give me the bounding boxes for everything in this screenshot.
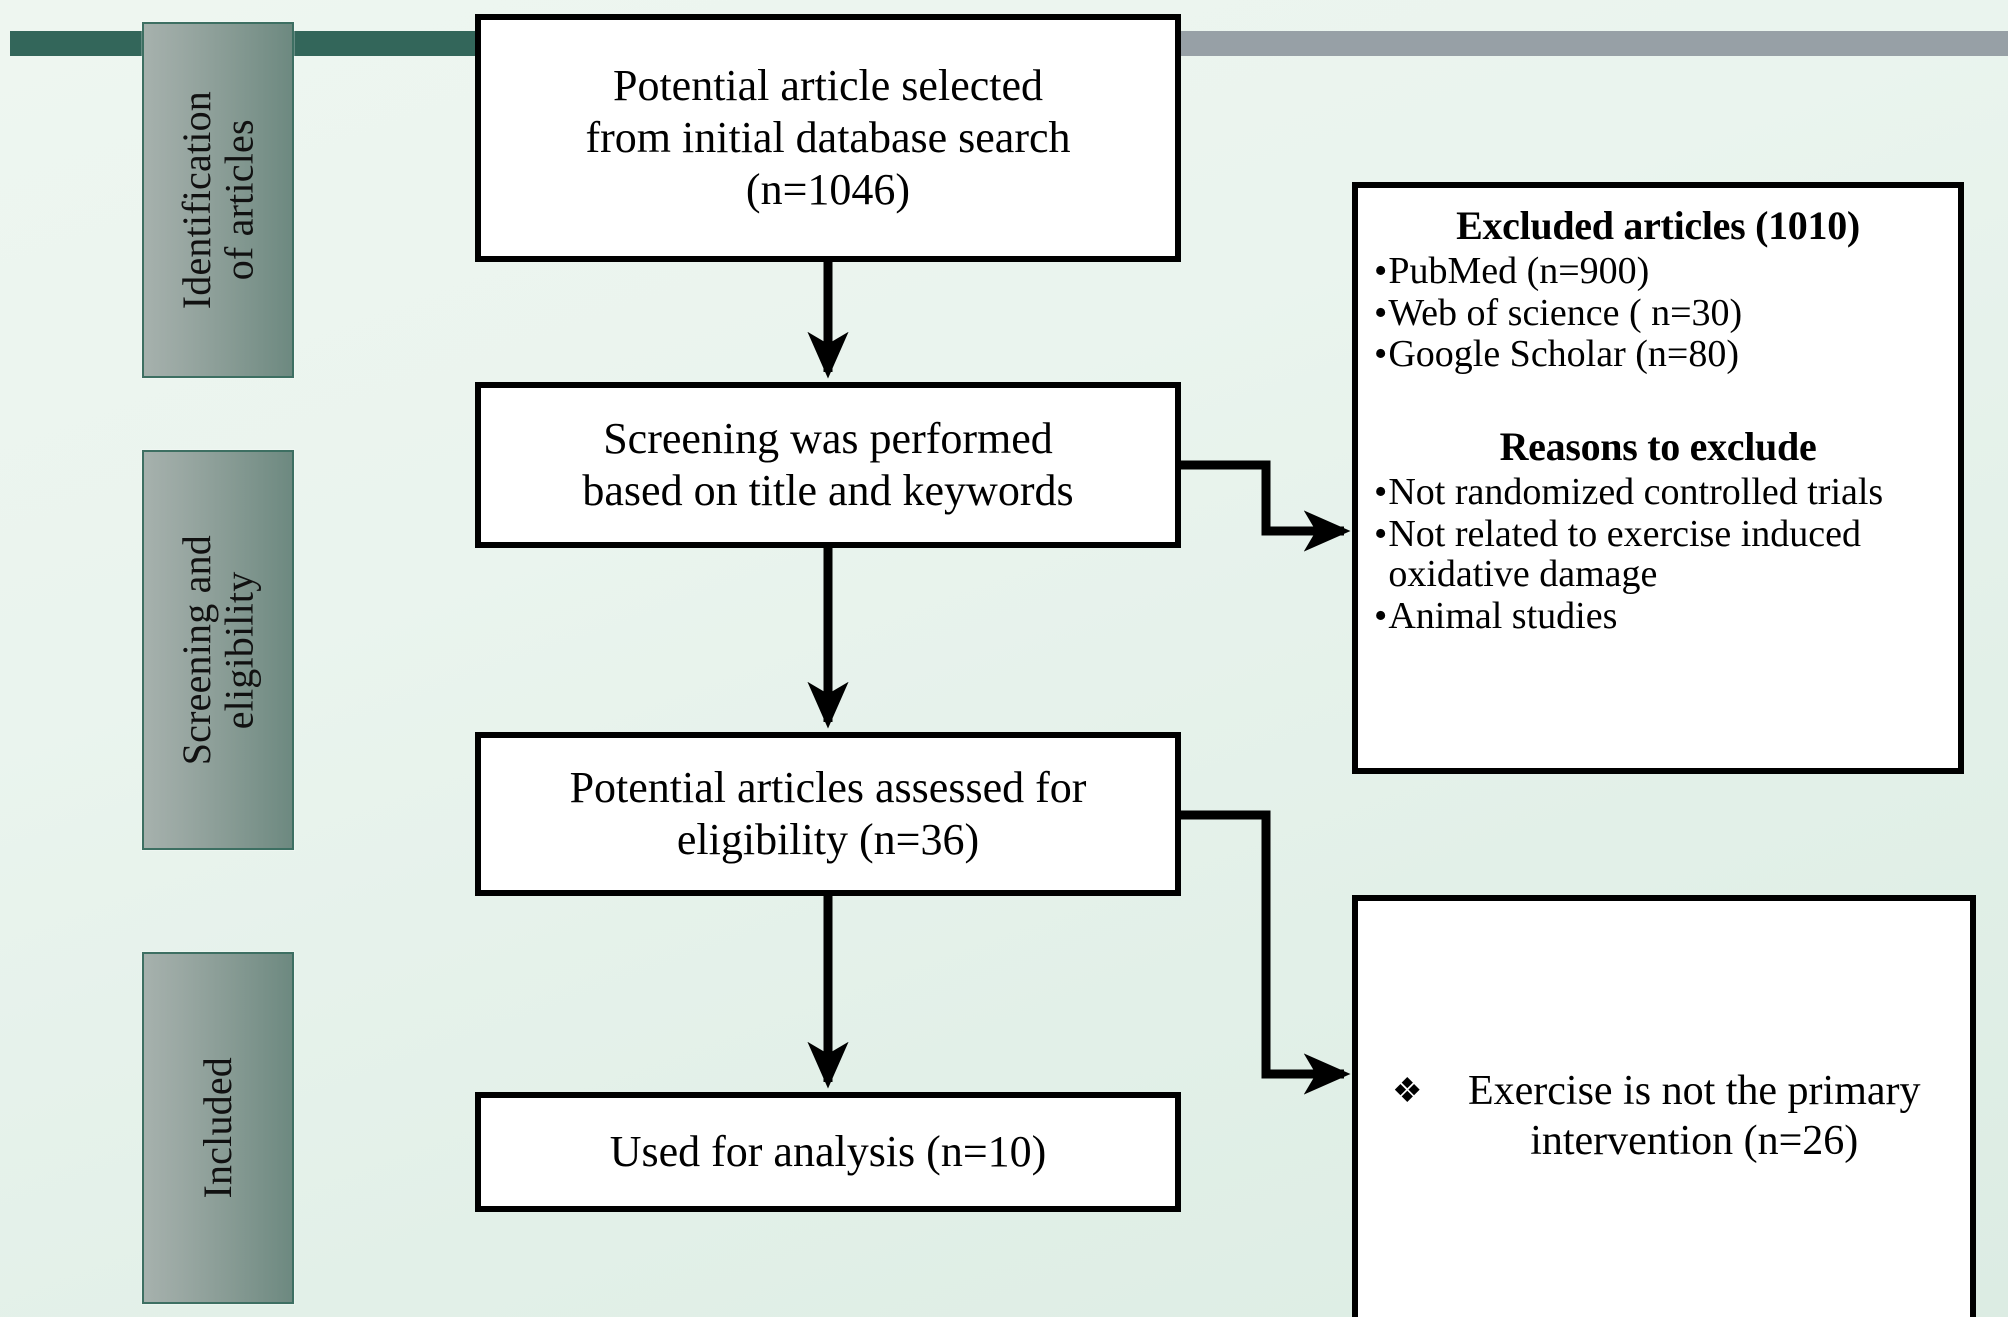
- list-item-label: Not related to exercise induced oxidativ…: [1388, 512, 1861, 596]
- stage-label-screening-text: Screening and eligibility: [173, 534, 261, 766]
- bullet-icon: •: [1374, 333, 1388, 376]
- list-item: • Animal studies: [1374, 596, 1942, 637]
- list-item-label: Google Scholar (n=80): [1388, 333, 1739, 376]
- list-item-label: Web of science ( n=30): [1388, 291, 1743, 334]
- list-item-label: PubMed (n=900): [1388, 250, 1650, 292]
- node-identification: Potential article selected from initial …: [475, 14, 1181, 262]
- list-item-label: Animal studies: [1388, 594, 1618, 637]
- node-identification-text: Potential article selected from initial …: [585, 61, 1071, 214]
- node-analysis: Used for analysis (n=10): [475, 1092, 1181, 1212]
- excluded-sources-list: • PubMed (n=900) • Web of science ( n=30…: [1374, 251, 1942, 375]
- stage-label-included: Included: [142, 952, 294, 1304]
- list-item: • Google Scholar (n=80): [1374, 334, 1942, 375]
- stage-label-included-text: Included: [194, 1057, 240, 1199]
- node-screening: Screening was performed based on title a…: [475, 382, 1181, 548]
- excluded-reasons-title: Reasons to exclude: [1499, 423, 1817, 469]
- bullet-icon: •: [1374, 291, 1388, 334]
- bullet-icon: •: [1374, 512, 1388, 555]
- excluded-title: Excluded articles (1010): [1456, 203, 1860, 248]
- list-item: • Web of science ( n=30): [1374, 291, 1942, 334]
- stage-label-identification: Identification of articles: [142, 22, 294, 378]
- header-bar-gray: [1096, 31, 2008, 56]
- excluded-reasons-list: • Not randomized controlled trials • Not…: [1374, 472, 1942, 637]
- node-eligibility-text: Potential articles assessed for eligibil…: [569, 763, 1087, 864]
- not-primary-label: Exercise is not the primary intervention…: [1467, 1067, 1921, 1164]
- list-item: • Not randomized controlled trials: [1374, 472, 1942, 513]
- not-primary-row: ❖ Exercise is not the primary interventi…: [1358, 1066, 1970, 1167]
- list-item: • Not related to exercise induced oxidat…: [1374, 512, 1942, 596]
- diamond-bullet-icon: ❖: [1392, 1072, 1423, 1110]
- list-item: • PubMed (n=900): [1374, 251, 1942, 292]
- node-eligibility: Potential articles assessed for eligibil…: [475, 732, 1181, 896]
- node-excluded-articles: Excluded articles (1010) • PubMed (n=900…: [1352, 182, 1964, 774]
- node-screening-text: Screening was performed based on title a…: [582, 414, 1074, 515]
- node-analysis-text: Used for analysis (n=10): [609, 1127, 1047, 1177]
- bullet-icon: •: [1374, 594, 1388, 637]
- bullet-icon: •: [1374, 250, 1388, 292]
- bullet-icon: •: [1374, 470, 1388, 513]
- list-item-label: Not randomized controlled trials: [1388, 470, 1884, 513]
- stage-label-screening: Screening and eligibility: [142, 450, 294, 850]
- stage-label-identification-text: Identification of articles: [173, 90, 261, 310]
- node-not-primary-intervention: ❖ Exercise is not the primary interventi…: [1352, 895, 1976, 1317]
